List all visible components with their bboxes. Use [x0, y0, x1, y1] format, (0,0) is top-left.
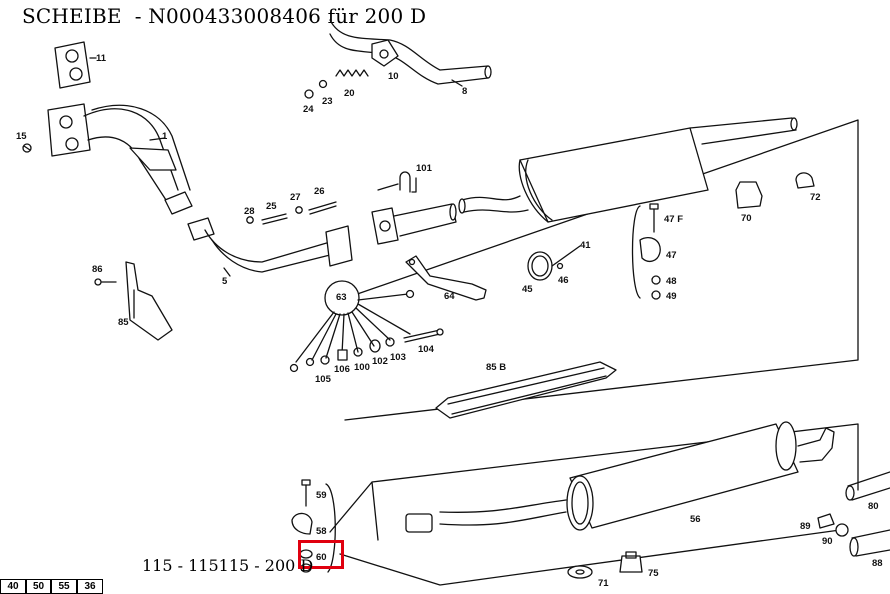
part-104-bolt[interactable]	[403, 329, 441, 343]
part-26-bolt[interactable]	[308, 201, 337, 215]
label-part-90[interactable]: 90	[822, 536, 833, 547]
part-59-bolt[interactable]	[301, 479, 311, 507]
part-47f-bolt[interactable]	[649, 203, 659, 233]
part-25-stud[interactable]	[261, 213, 288, 225]
label-part-75[interactable]: 75	[648, 568, 659, 579]
label-part-104[interactable]: 104	[418, 344, 435, 355]
label-part-5[interactable]: 5	[222, 276, 228, 287]
part-8-pipe[interactable]	[329, 19, 492, 85]
part-56-rear-muffler[interactable]	[405, 421, 835, 533]
label-part-102[interactable]: 102	[372, 356, 388, 367]
label-part-86[interactable]: 86	[92, 264, 103, 275]
label-part-11[interactable]: 11	[96, 53, 107, 64]
part-20-spring[interactable]	[335, 69, 369, 77]
label-part-106[interactable]: 106	[334, 364, 350, 375]
part-80-pipe[interactable]	[847, 471, 890, 501]
part-101-u-clamp[interactable]	[399, 171, 417, 193]
kit-nut-2[interactable]	[289, 363, 299, 373]
part-15-bolt[interactable]	[22, 143, 32, 153]
label-part-89[interactable]: 89	[800, 521, 811, 532]
part-75-mount[interactable]	[619, 555, 643, 573]
label-part-100[interactable]: 100	[354, 362, 370, 373]
part-64-bracket[interactable]	[405, 255, 487, 301]
part-63-kit-callout[interactable]	[324, 280, 360, 316]
label-part-27[interactable]: 27	[290, 192, 301, 203]
label-part-10[interactable]: 10	[388, 71, 399, 82]
highlight-box-part-60	[298, 540, 344, 569]
label-part-25[interactable]: 25	[266, 201, 277, 212]
label-part-8[interactable]: 8	[462, 86, 467, 97]
part-88-pipe[interactable]	[851, 529, 890, 557]
part-24-nut[interactable]	[304, 89, 314, 99]
main-muffler-upper[interactable]	[458, 117, 798, 223]
label-part-58[interactable]: 58	[316, 526, 327, 537]
part-100-washer[interactable]	[353, 347, 363, 357]
label-part-49[interactable]: 49	[666, 291, 677, 302]
label-part-23[interactable]: 23	[322, 96, 333, 107]
kit-leader-lines	[295, 293, 411, 363]
label-part-47f[interactable]: 47 F	[664, 214, 683, 225]
label-part-60[interactable]: 60	[316, 552, 327, 563]
part-106-spacer[interactable]	[337, 349, 348, 361]
label-part-85[interactable]: 85	[118, 317, 129, 328]
part-90-nut[interactable]	[835, 523, 849, 537]
part-45-clamp[interactable]	[527, 251, 553, 281]
label-part-101[interactable]: 101	[416, 163, 433, 174]
label-part-20[interactable]: 20	[344, 88, 355, 99]
kit-nut[interactable]	[405, 289, 415, 299]
model-footer: 115 - 115115 - 200 D	[142, 556, 314, 575]
label-part-59[interactable]: 59	[316, 490, 327, 501]
label-part-41[interactable]: 41	[580, 240, 591, 251]
page-title: SCHEIBE - N000433008406 für 200 D	[22, 4, 427, 28]
part-1-front-pipe[interactable]	[47, 103, 193, 215]
label-part-56[interactable]: 56	[690, 514, 701, 525]
label-part-24[interactable]: 24	[303, 104, 314, 115]
label-part-64[interactable]: 64	[444, 291, 455, 302]
part-71-washer[interactable]	[567, 565, 593, 579]
part-46-bolt[interactable]	[556, 262, 564, 270]
label-part-47[interactable]: 47	[666, 250, 677, 261]
part-5-pipe[interactable]	[187, 217, 353, 273]
part-27-washer[interactable]	[295, 206, 303, 214]
part-58-clamp[interactable]	[291, 512, 313, 535]
label-part-70[interactable]: 70	[741, 213, 752, 224]
part-70-buffer[interactable]	[735, 181, 763, 209]
lower-frame-lines	[329, 423, 859, 586]
part-11-gasket[interactable]	[54, 41, 91, 89]
part-89-bolt[interactable]	[817, 513, 835, 529]
part-72-buffer[interactable]	[795, 172, 815, 189]
part-103-washer[interactable]	[385, 337, 395, 347]
label-part-105[interactable]: 105	[315, 374, 332, 385]
kit-washer[interactable]	[320, 355, 330, 365]
label-part-71[interactable]: 71	[598, 578, 609, 589]
label-part-80[interactable]: 80	[868, 501, 879, 512]
label-part-103[interactable]: 103	[390, 352, 406, 363]
label-part-1[interactable]: 1	[162, 131, 168, 142]
part-102-bushing[interactable]	[369, 339, 381, 353]
part-105-washer[interactable]	[305, 357, 315, 367]
label-part-45[interactable]: 45	[522, 284, 533, 295]
part-48-washer[interactable]	[651, 275, 661, 285]
label-part-28[interactable]: 28	[244, 206, 255, 217]
part-85b-heat-shield[interactable]	[435, 361, 617, 419]
label-part-15[interactable]: 15	[16, 131, 27, 142]
label-part-72[interactable]: 72	[810, 192, 821, 203]
part-23-washer[interactable]	[318, 79, 328, 89]
part-10-flange[interactable]	[371, 39, 399, 67]
part-85-heat-shield[interactable]	[125, 261, 173, 341]
part-49-nut[interactable]	[651, 290, 661, 300]
label-part-26[interactable]: 26	[314, 186, 325, 197]
label-part-46[interactable]: 46	[558, 275, 569, 286]
part-28-nut[interactable]	[246, 216, 254, 224]
label-part-85b[interactable]: 85 B	[486, 362, 506, 373]
part-47-rubber-mount[interactable]	[639, 237, 661, 263]
label-part-48[interactable]: 48	[666, 276, 677, 287]
label-part-63[interactable]: 63	[336, 292, 347, 303]
part-labels: 11 1 15 8 10 20 23 24 5 25 26 27 28 101 …	[16, 53, 883, 589]
bracket-group-brace	[631, 205, 641, 299]
pipe-stub[interactable]	[371, 203, 457, 245]
label-part-88[interactable]: 88	[872, 558, 883, 569]
